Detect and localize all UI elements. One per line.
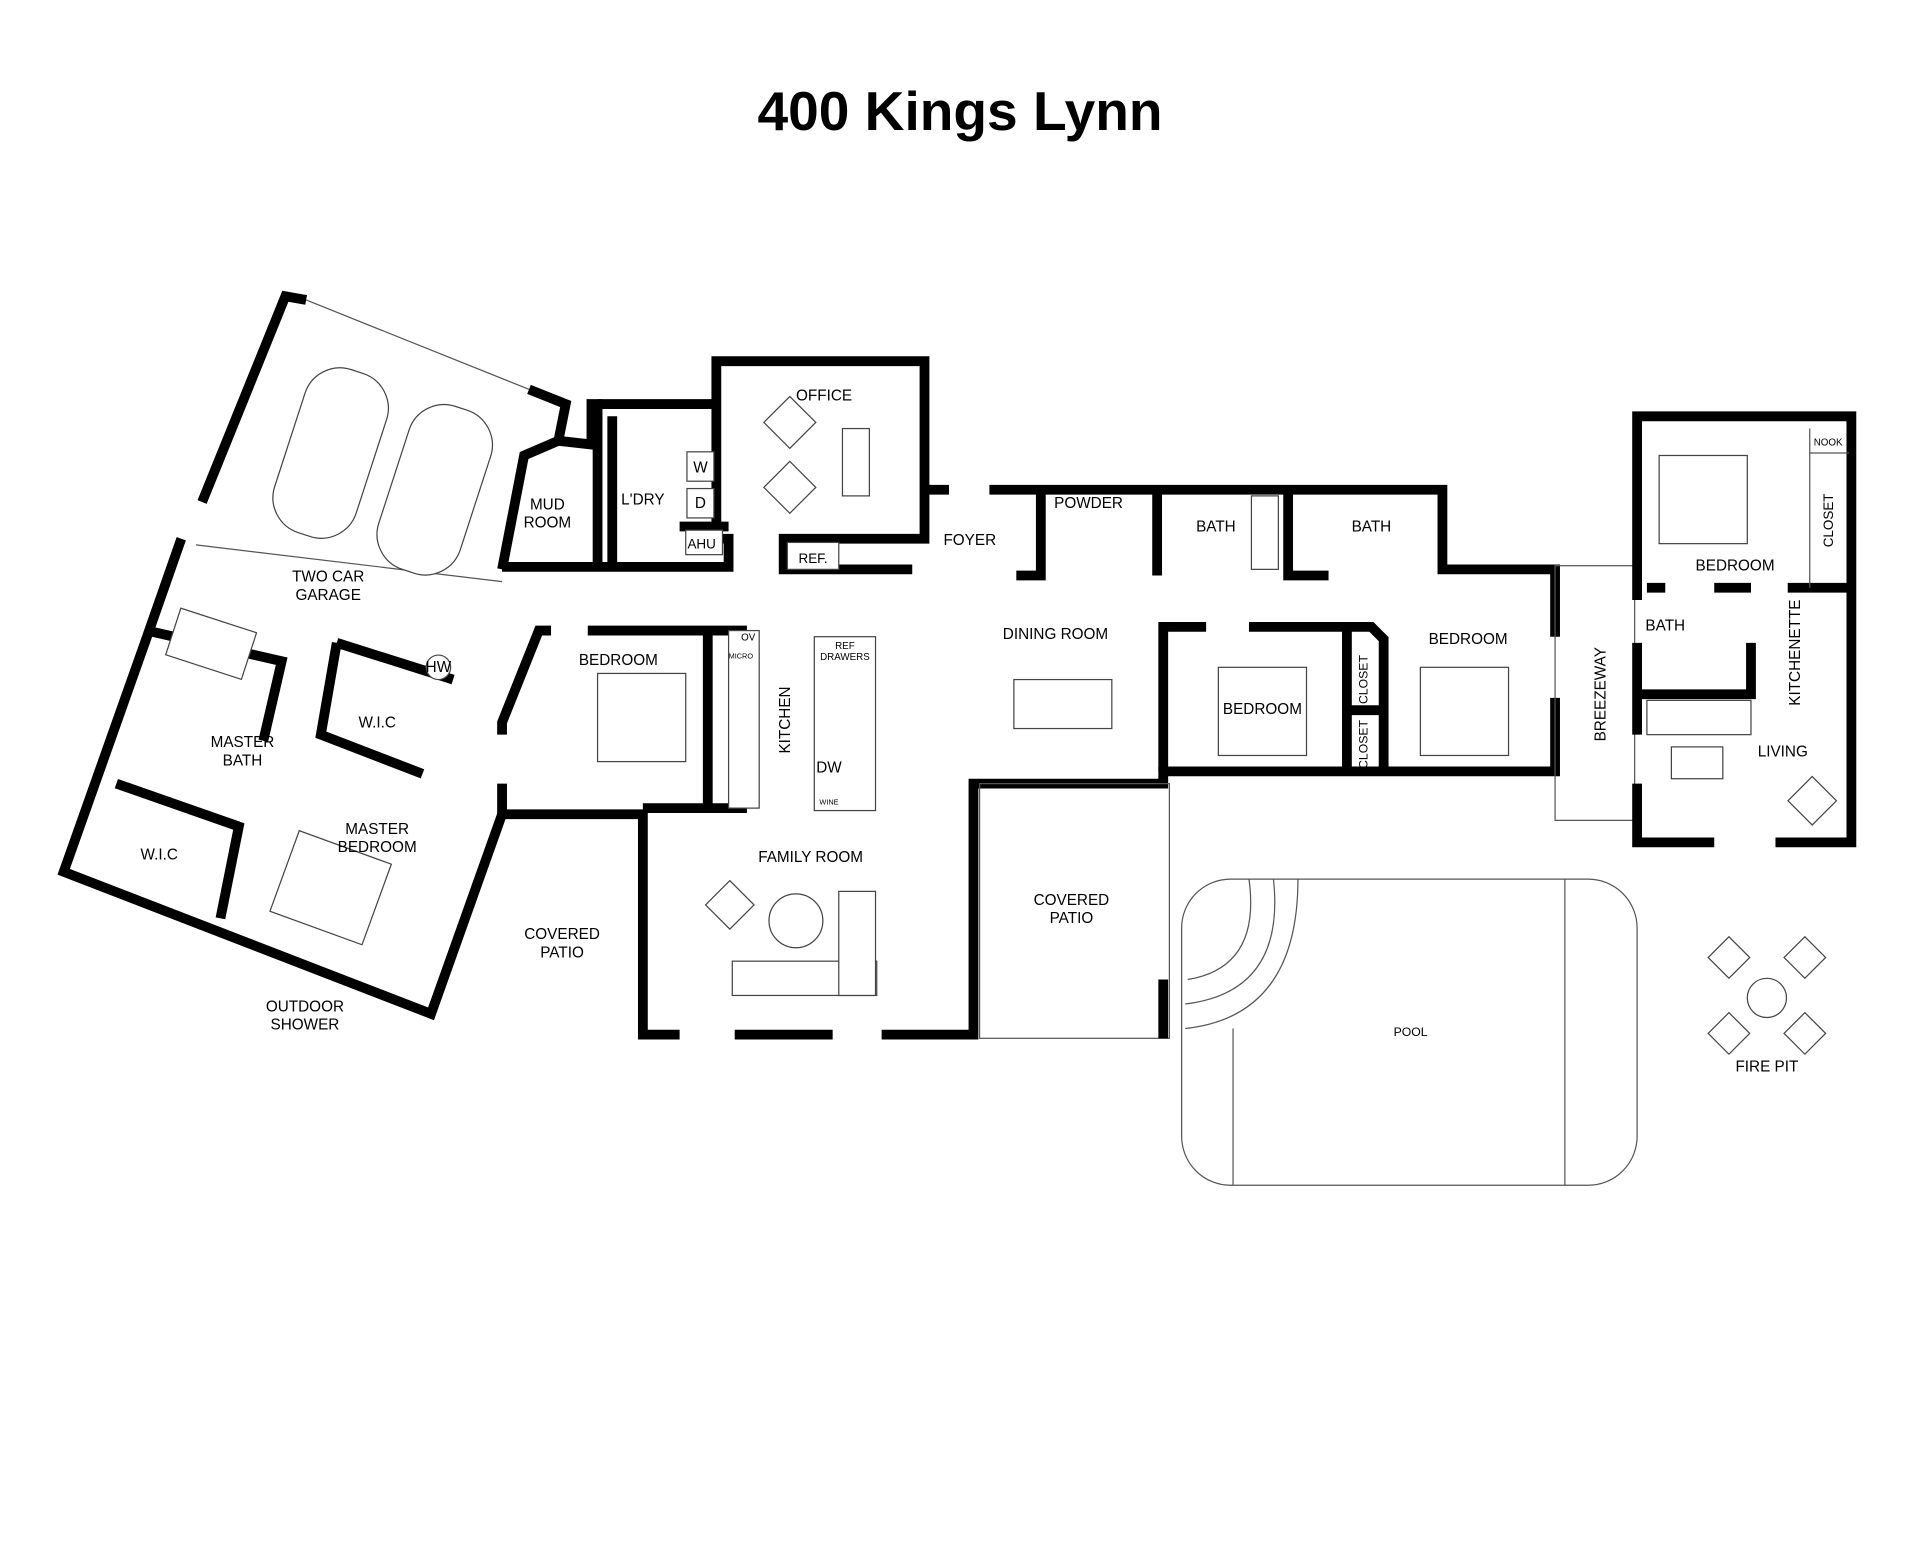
label-guest-closet: CLOSET — [1821, 493, 1836, 547]
label-hw: HW — [426, 659, 452, 676]
master-wing-interior — [114, 607, 455, 946]
label-guest-bedroom: BEDROOM — [1696, 558, 1775, 575]
label-guest-bath: BATH — [1645, 618, 1685, 635]
label-office: OFFICE — [796, 387, 852, 404]
label-pool: POOL — [1394, 1025, 1428, 1039]
label-ref: REF. — [798, 551, 827, 566]
label-wic-1: W.I.C — [358, 714, 395, 731]
label-closet-1: CLOSET — [1357, 655, 1371, 704]
label-bath-2: BATH — [1352, 518, 1392, 535]
plan-title: 400 Kings Lynn — [757, 80, 1162, 142]
label-wic-2: W.I.C — [141, 847, 178, 864]
label-kitchen: KITCHEN — [777, 686, 794, 753]
label-bedroom-3: BEDROOM — [1429, 631, 1508, 648]
label-nook: NOOK — [1814, 438, 1843, 449]
label-washer: W — [693, 460, 708, 477]
label-bedroom-2: BEDROOM — [1223, 701, 1302, 718]
label-dining-room: DINING ROOM — [1003, 626, 1108, 643]
label-family-room: FAMILY ROOM — [758, 849, 863, 866]
label-powder: POWDER — [1054, 495, 1123, 512]
fire-pit — [1707, 935, 1827, 1056]
label-foyer: FOYER — [943, 532, 996, 549]
label-oven: OV — [741, 632, 756, 643]
label-breezeway: BREEZEWAY — [1592, 647, 1609, 741]
guest-house-walls — [1632, 411, 1857, 848]
label-wine: WINE — [819, 797, 838, 806]
main-house-fixtures — [596, 395, 1510, 997]
label-laundry: L'DRY — [621, 491, 664, 508]
label-bedroom-1: BEDROOM — [579, 652, 658, 669]
label-closet-2: CLOSET — [1357, 719, 1371, 768]
label-ahu: AHU — [687, 537, 715, 552]
label-dw: DW — [816, 760, 842, 777]
cars — [272, 367, 494, 576]
label-micro: MICRO — [729, 652, 754, 661]
label-bath-1: BATH — [1196, 518, 1236, 535]
label-kitchenette: KITCHENETTE — [1787, 600, 1804, 706]
label-dryer: D — [695, 495, 706, 512]
label-living: LIVING — [1758, 744, 1808, 761]
pool — [1181, 878, 1638, 1186]
label-fire-pit: FIRE PIT — [1735, 1058, 1798, 1075]
